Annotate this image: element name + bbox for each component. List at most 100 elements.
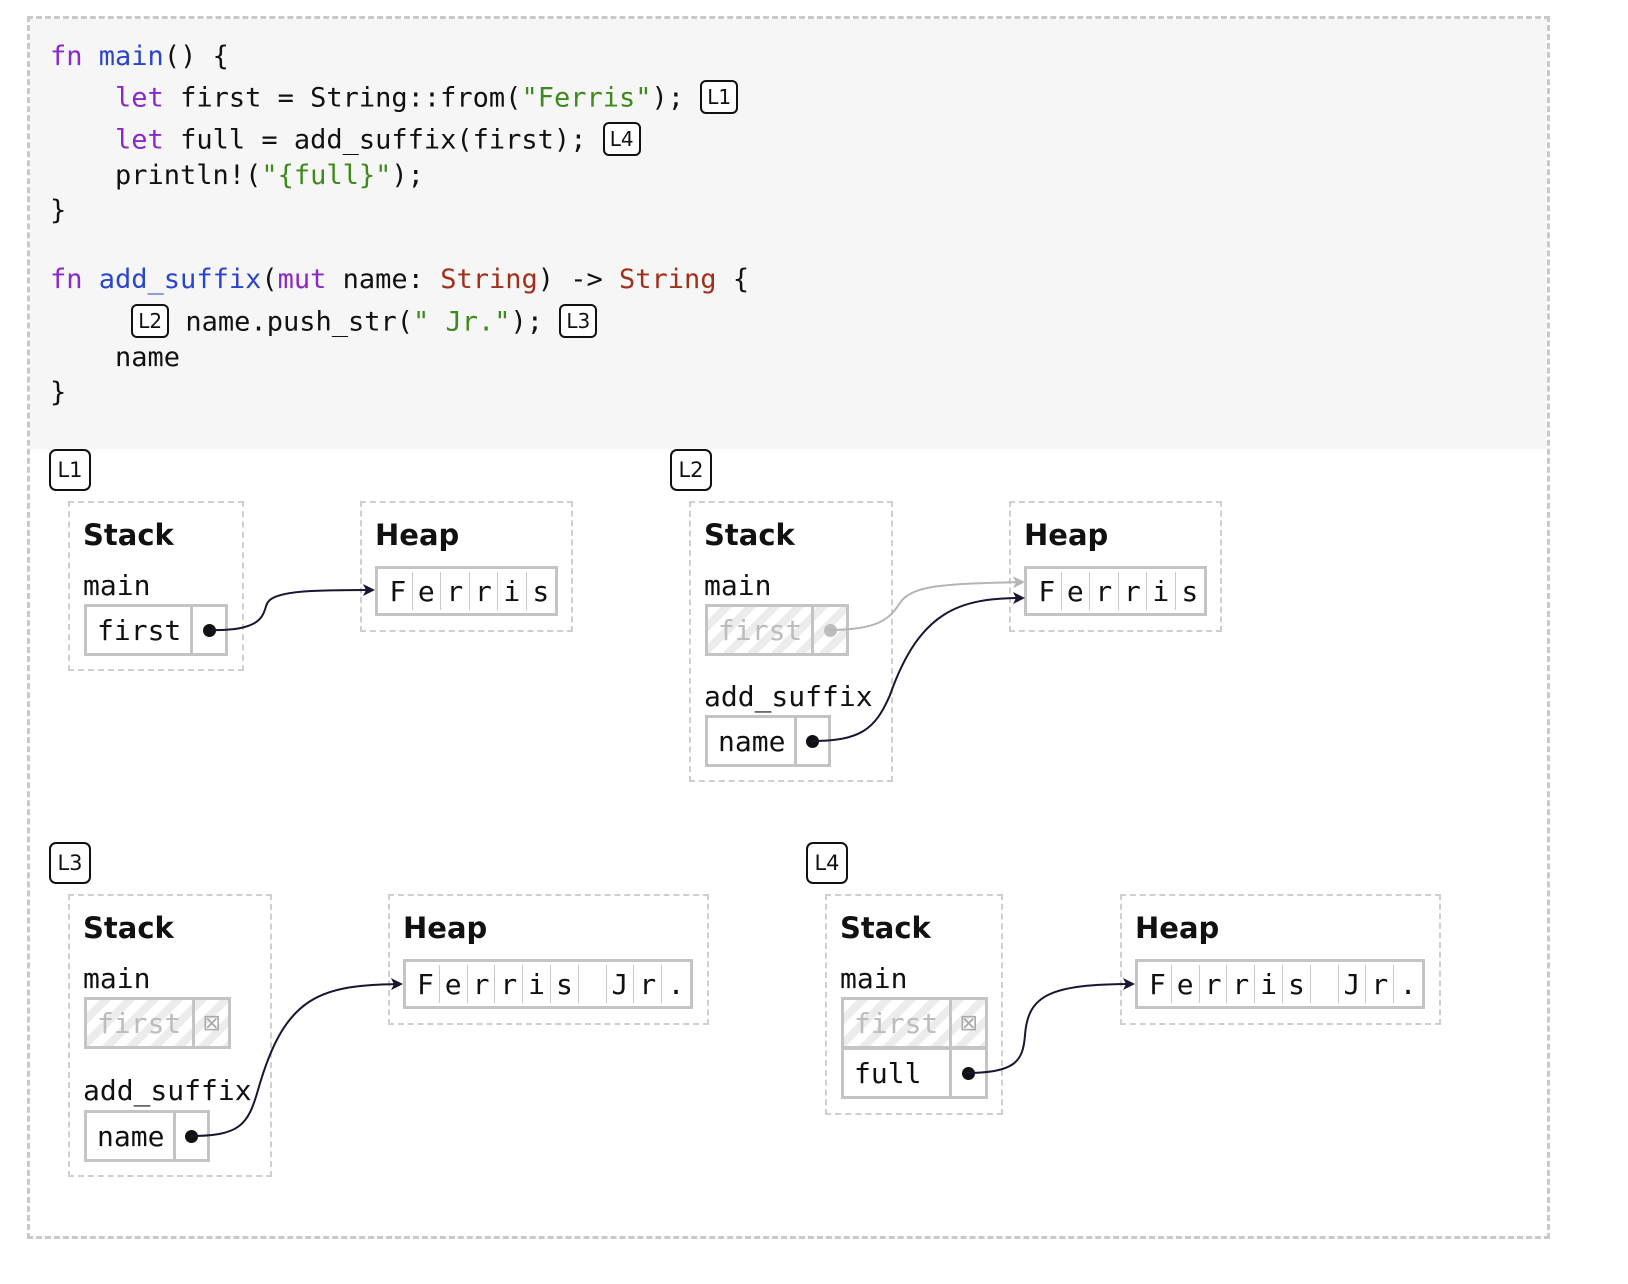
pointer-cell: [172, 1113, 207, 1159]
step-marker-l4: L4: [806, 842, 848, 884]
heap-char-cell: s: [1283, 965, 1311, 1003]
heap-char-cell: r: [1366, 965, 1395, 1003]
code-token: String: [619, 264, 717, 295]
heap-title-l4: Heap: [1135, 911, 1220, 945]
code-line-8: L2 name.push_str(" Jr."); L3: [50, 304, 598, 340]
heap-title-l1: Heap: [375, 518, 460, 552]
heap-char-cell: [579, 965, 607, 1003]
heap-char-cell: i: [498, 572, 527, 610]
code-line-4: println!("{full}");: [50, 161, 424, 191]
code-token: fn: [50, 264, 99, 295]
code-token: let: [115, 82, 181, 114]
heap-char-cell: e: [1062, 572, 1090, 610]
heap-char-cell: e: [413, 572, 441, 610]
var-name: first: [97, 1006, 182, 1040]
heap-char-cell: .: [667, 967, 685, 1001]
code-line-7: fn add_suffix(mut name: String) -> Strin…: [50, 265, 749, 295]
stack-slot-name-l2: name: [705, 715, 831, 767]
code-line-10: }: [50, 378, 66, 408]
pointer-dot-icon: [184, 1129, 198, 1143]
heap-char-cell: F: [1033, 572, 1062, 610]
heap-char-cell: J: [1339, 965, 1367, 1003]
var-name: name: [718, 724, 786, 758]
step-marker-l2: L2: [670, 449, 712, 491]
stack-title-l2: Stack: [704, 518, 795, 552]
var-name: first: [97, 613, 182, 647]
heap-char-cell: r: [470, 572, 498, 610]
frame-name-add-suffix-l2: add_suffix: [704, 680, 873, 713]
code-token: }: [50, 195, 67, 226]
code-token: add_suffix: [98, 264, 262, 295]
code-token: [50, 125, 115, 156]
code-token: (: [261, 264, 278, 295]
pointer-cell: [949, 1050, 985, 1096]
heap-char-cell: r: [495, 965, 524, 1003]
code-token: name: [50, 342, 181, 373]
stack-title-l3: Stack: [83, 911, 174, 945]
pointer-dot-icon: [962, 1066, 976, 1080]
code-line-9: name: [50, 343, 180, 373]
step-marker-l1: L1: [49, 449, 91, 491]
stack-panel-l1: [68, 501, 244, 671]
code-token: );: [510, 306, 560, 338]
code-token: );: [391, 160, 424, 191]
code-token: main: [98, 41, 164, 72]
code-line-2: let first = String::from("Ferris"); L1: [50, 80, 739, 116]
dropped-x-icon: ⊠: [959, 1010, 978, 1036]
heap-char-cell: i: [523, 965, 551, 1003]
pointer-cell: [793, 718, 828, 764]
pointer-cell: [811, 607, 846, 653]
pointer-cell: [190, 607, 225, 653]
heap-char-cell: s: [551, 965, 579, 1003]
code-token: "{full}": [261, 160, 392, 191]
code-token: full = add_suffix(first);: [180, 124, 603, 156]
code-token: first = String::from(: [180, 82, 522, 114]
code-block: [30, 19, 1547, 449]
code-token: );: [651, 82, 701, 114]
heap-char-cell: r: [468, 965, 496, 1003]
frame-name-main-l2: main: [704, 569, 772, 602]
stack-title-l1: Stack: [83, 518, 174, 552]
code-token: "Ferris": [521, 82, 652, 114]
code-line-5: }: [50, 196, 66, 226]
heap-char-cell: e: [440, 965, 468, 1003]
code-token: name.push_str(: [169, 306, 413, 338]
stack-slot-first-l1: first: [84, 604, 228, 656]
heap-char-cell: .: [1399, 967, 1417, 1001]
code-token: ) ->: [537, 264, 620, 295]
heap-char-cell: r: [1227, 965, 1256, 1003]
heap-title-l3: Heap: [403, 911, 488, 945]
code-token: let: [115, 124, 181, 156]
heap-char-cell: F: [1144, 965, 1172, 1003]
line-marker-l4: L4: [602, 122, 641, 156]
stack-slot-first-moved-l2: first: [705, 604, 849, 656]
code-token: String: [440, 264, 538, 295]
heap-title-l2: Heap: [1024, 518, 1109, 552]
code-token: println!(: [50, 160, 262, 191]
heap-panel-l4: [1120, 894, 1441, 1025]
var-name: first: [718, 613, 803, 647]
heap-panel-l2: [1009, 501, 1222, 632]
code-token: }: [50, 377, 67, 408]
diagram-frame: [27, 16, 1550, 1239]
heap-char-cell: r: [441, 572, 470, 610]
heap-char-cell: J: [607, 965, 635, 1003]
pointer-dot-icon: [823, 623, 837, 637]
stack-slot-full-l4: full: [841, 1047, 988, 1099]
var-name: full: [854, 1056, 922, 1090]
heap-panel-l3: [388, 894, 709, 1025]
code-token: [50, 307, 131, 338]
code-line-3: let full = add_suffix(first); L4: [50, 122, 641, 158]
code-token: {: [716, 264, 750, 295]
heap-char-cell: i: [1147, 572, 1176, 610]
pointer-dot-icon: [805, 734, 819, 748]
heap-char-cell: s: [532, 574, 550, 608]
step-marker-l3: L3: [49, 842, 91, 884]
pointer-cell: ⊠: [949, 1000, 985, 1046]
heap-char-cell: i: [1255, 965, 1283, 1003]
code-token: name:: [342, 264, 441, 295]
